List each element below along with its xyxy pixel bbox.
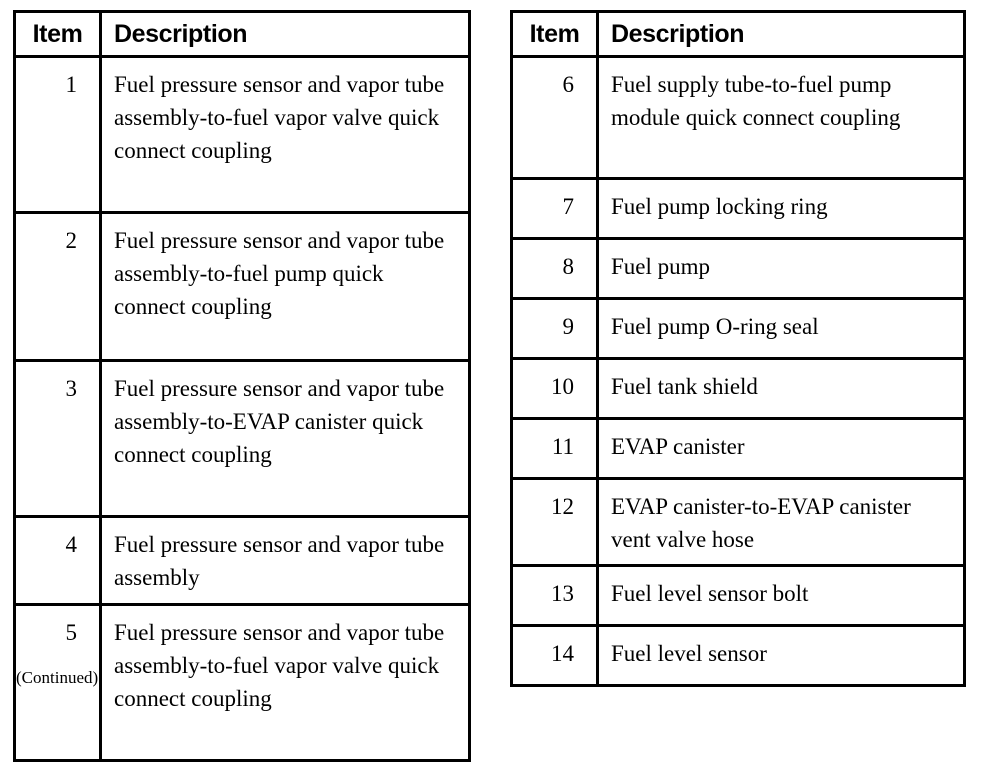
cell-item-number: 8 bbox=[510, 237, 599, 300]
table-header-left: Item Description bbox=[13, 10, 471, 58]
cell-item-number: 9 bbox=[510, 297, 599, 360]
cell-item-description: Fuel pressure sensor and vapor tube asse… bbox=[99, 515, 471, 606]
cell-item-description: Fuel pump O-ring seal bbox=[596, 297, 966, 360]
column-header-description: Description bbox=[596, 10, 966, 58]
cell-item-number: 1 bbox=[13, 55, 102, 214]
cell-item-description: Fuel pump locking ring bbox=[596, 177, 966, 240]
continued-note: (Continued) bbox=[16, 668, 99, 687]
cell-item-description: Fuel tank shield bbox=[596, 357, 966, 420]
column-header-item: Item bbox=[510, 10, 599, 58]
cell-item-number: 12 bbox=[510, 477, 599, 567]
column-header-item: Item bbox=[13, 10, 102, 58]
cell-item-description: Fuel pressure sensor and vapor tube asse… bbox=[99, 211, 471, 362]
header-row: Item Description bbox=[510, 10, 966, 58]
cell-item-description: Fuel level sensor bolt bbox=[596, 564, 966, 627]
cell-item-description: EVAP canister bbox=[596, 417, 966, 480]
cell-item-number: 11 bbox=[510, 417, 599, 480]
header-row: Item Description bbox=[13, 10, 471, 58]
cell-item-description: EVAP canister-to-EVAP canister vent valv… bbox=[596, 477, 966, 567]
cell-item-number: 14 bbox=[510, 624, 599, 687]
table-header-right: Item Description bbox=[510, 10, 966, 58]
cell-item-number: 2 bbox=[13, 211, 102, 362]
cell-item-number: 6 bbox=[510, 55, 599, 180]
cell-item-description: Fuel level sensor bbox=[596, 624, 966, 687]
cell-item-description: Fuel pump bbox=[596, 237, 966, 300]
cell-item-number: 10 bbox=[510, 357, 599, 420]
cell-item-description: Fuel supply tube-to-fuel pump module qui… bbox=[596, 55, 966, 180]
cell-item-number: 4 bbox=[13, 515, 102, 606]
cell-item-number: 13 bbox=[510, 564, 599, 627]
column-header-description: Description bbox=[99, 10, 471, 58]
cell-item-description: Fuel pressure sensor and vapor tube asse… bbox=[99, 55, 471, 214]
cell-item-number: 3 bbox=[13, 359, 102, 518]
cell-item-description: Fuel pressure sensor and vapor tube asse… bbox=[99, 603, 471, 762]
cell-item-number: 7 bbox=[510, 177, 599, 240]
cell-item-description: Fuel pressure sensor and vapor tube asse… bbox=[99, 359, 471, 518]
